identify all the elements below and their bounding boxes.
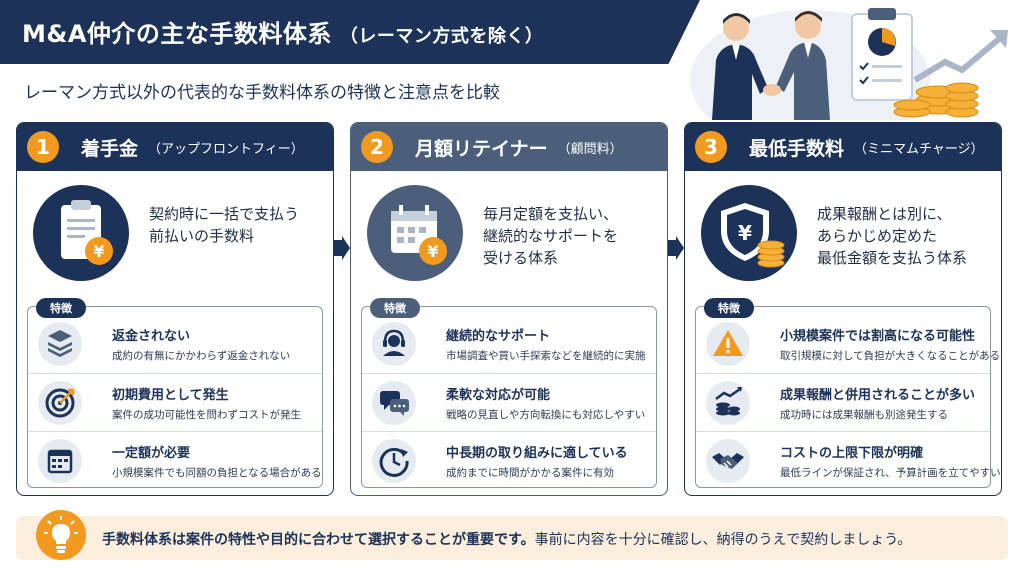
shield-yen-icon: ¥: [701, 185, 797, 281]
feature-title: 継続的なサポート: [446, 329, 551, 344]
svg-text:¥: ¥: [738, 221, 752, 245]
arrow-right-icon: [334, 236, 350, 260]
features-label: 特徴: [36, 298, 86, 318]
page-title-main: M&A仲介の主な手数料体系: [22, 20, 332, 48]
page-subtitle: レーマン方式以外の代表的な手数料体系の特徴と注意点を比較: [24, 83, 500, 103]
fee-column-upfront: 1 着手金 （アップフロントフィー） ¥ 契約時に一括で支払う 前払いの手数料 …: [16, 122, 334, 496]
feature-title: 初期費用として発生: [112, 388, 229, 403]
feature-title: 一定額が必要: [112, 446, 191, 461]
feature-item: 返金されない 成約の有無にかかわらず返金されない: [28, 315, 322, 373]
column-summary-text: 成果報酬とは別に、 あらかじめ定めた 最低金額を支払う体系: [817, 205, 968, 267]
conclusion-text-rest: 事前に内容を十分に確認し、納得のうえで契約しましょう。: [534, 532, 912, 548]
conclusion-text-bold: 手数料体系は案件の特性や目的に合わせて選択することが重要です。: [102, 532, 535, 548]
target-icon: [38, 381, 82, 425]
page-title: M&A仲介の主な手数料体系 （レーマン方式を除く）: [22, 14, 543, 49]
fee-column-minimum-charge: 3 最低手数料 （ミニマムチャージ） ¥ 成果報酬とは別に、 あらかじめ定めた …: [684, 122, 1002, 496]
handshake-icon: [706, 439, 750, 483]
column-title-note: （アップフロントフィー）: [148, 141, 304, 157]
features-box: 特徴 小規模案件では割高になる可能性 取引規模に対して負担が大きくなることがある…: [695, 298, 1001, 489]
feature-description: 案件の成功可能性を問わずコストが発生: [112, 409, 301, 421]
svg-text:¥: ¥: [93, 242, 104, 261]
column-summary-text: 契約時に一括で支払う 前払いの手数料: [149, 205, 300, 245]
feature-description: 取引規模に対して負担が大きくなることがある: [780, 350, 1001, 362]
feature-description: 最低ラインが保証され、予算計画を立てやすい: [780, 467, 1001, 479]
feature-title: 成果報酬と併用されることが多い: [780, 388, 976, 403]
feature-item: 継続的なサポート 市場調査や買い手探索などを継続的に実施: [362, 315, 656, 373]
column-title: 最低手数料: [749, 137, 845, 160]
calendar-icon: [38, 439, 82, 483]
growth-coins-icon: [706, 381, 750, 425]
feature-item: コストの上限下限が明確 最低ラインが保証され、予算計画を立てやすい: [696, 431, 1001, 489]
svg-text:¥: ¥: [427, 242, 438, 261]
column-header: 3 最低手数料 （ミニマムチャージ）: [685, 123, 1001, 171]
column-title-note: （ミニマムチャージ）: [854, 141, 984, 157]
title-banner: [0, 0, 700, 64]
features-box: 特徴 継続的なサポート 市場調査や買い手探索などを継続的に実施 柔軟な対応が可能…: [361, 298, 657, 489]
column-number-badge: 2: [361, 131, 393, 163]
feature-item: 一定額が必要 小規模案件でも同額の負担となる場合がある: [28, 431, 322, 489]
column-summary: ¥ 毎月定額を支払い、 継続的なサポートを 受ける体系: [351, 179, 667, 289]
feature-description: 成功時には成果報酬も別途発生する: [780, 409, 948, 421]
feature-description: 小規模案件でも同額の負担となる場合がある: [112, 467, 322, 479]
column-number-badge: 1: [27, 131, 59, 163]
calendar-yen-icon: ¥: [367, 185, 463, 281]
features-label: 特徴: [370, 298, 420, 318]
column-header: 1 着手金 （アップフロントフィー）: [17, 123, 333, 171]
column-summary: ¥ 契約時に一括で支払う 前払いの手数料: [17, 179, 333, 289]
column-summary-text: 毎月定額を支払い、 継続的なサポートを 受ける体系: [483, 205, 619, 267]
column-title: 着手金: [81, 137, 139, 160]
feature-description: 成約の有無にかかわらず返金されない: [112, 350, 291, 362]
headset-icon: [372, 322, 416, 366]
conclusion-text: 手数料体系は案件の特性や目的に合わせて選択することが重要です。事前に内容を十分に…: [102, 529, 911, 549]
lightbulb-icon: [36, 510, 86, 560]
clock-icon: [372, 439, 416, 483]
cash-stack-icon: [38, 322, 82, 366]
features-box: 特徴 返金されない 成約の有無にかかわらず返金されない 初期費用として発生 案件…: [27, 298, 323, 489]
feature-title: コストの上限下限が明確: [780, 446, 924, 461]
handshake-business-illustration: [690, 8, 1008, 120]
feature-item: 中長期の取り組みに適している 成約までに時間がかかる案件に有効: [362, 431, 656, 489]
warning-icon: [706, 322, 750, 366]
column-header: 2 月額リテイナー （顧問料）: [351, 123, 667, 171]
feature-item: 初期費用として発生 案件の成功可能性を問わずコストが発生: [28, 373, 322, 431]
feature-title: 返金されない: [112, 329, 191, 344]
chat-bubbles-icon: [372, 381, 416, 425]
feature-description: 戦略の見直しや方向転換にも対応しやすい: [446, 409, 646, 421]
feature-description: 成約までに時間がかかる案件に有効: [446, 467, 614, 479]
column-title-note: （顧問料）: [557, 141, 623, 157]
feature-description: 市場調査や買い手探索などを継続的に実施: [446, 350, 646, 362]
feature-item: 成果報酬と併用されることが多い 成功時には成果報酬も別途発生する: [696, 373, 990, 431]
column-summary: ¥ 成果報酬とは別に、 あらかじめ定めた 最低金額を支払う体系: [685, 179, 1001, 289]
feature-title: 中長期の取り組みに適している: [446, 446, 628, 461]
clipboard-yen-icon: ¥: [33, 185, 129, 281]
feature-item: 柔軟な対応が可能 戦略の見直しや方向転換にも対応しやすい: [362, 373, 656, 431]
arrow-right-icon: [668, 236, 684, 260]
conclusion-note: 手数料体系は案件の特性や目的に合わせて選択することが重要です。事前に内容を十分に…: [16, 510, 1008, 560]
features-label: 特徴: [704, 298, 754, 318]
column-title: 月額リテイナー: [415, 137, 548, 160]
fee-column-retainer: 2 月額リテイナー （顧問料） ¥ 毎月定額を支払い、 継続的なサポートを 受け…: [350, 122, 668, 496]
page-title-note: （レーマン方式を除く）: [339, 26, 544, 47]
column-number-badge: 3: [695, 131, 727, 163]
feature-title: 小規模案件では割高になる可能性: [780, 329, 976, 344]
feature-title: 柔軟な対応が可能: [446, 388, 551, 403]
feature-item: 小規模案件では割高になる可能性 取引規模に対して負担が大きくなることがある: [696, 315, 1000, 373]
